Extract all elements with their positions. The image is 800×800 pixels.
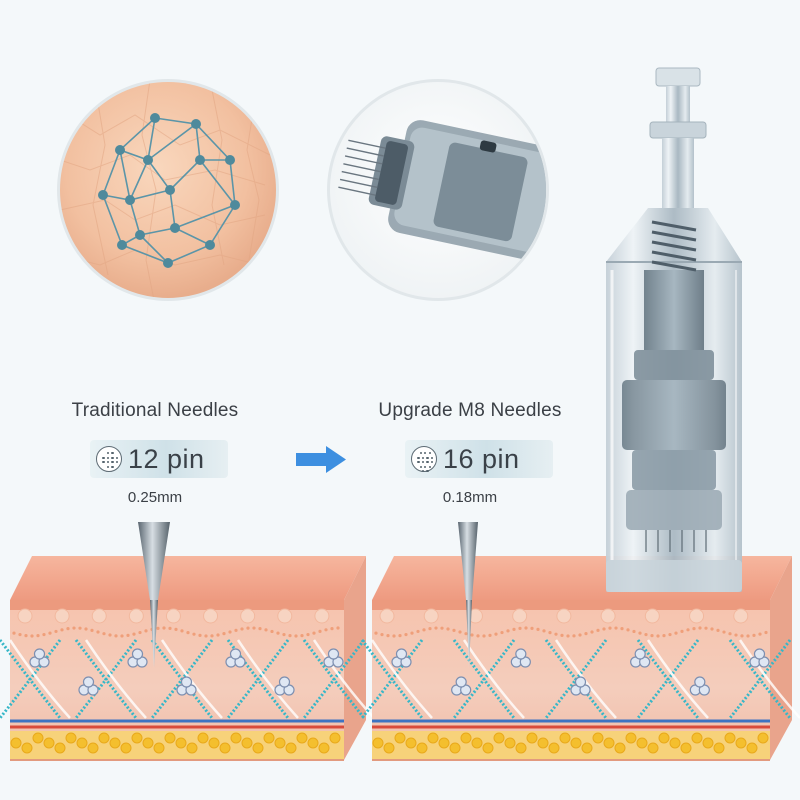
pin-dot <box>421 456 425 459</box>
m8-needle <box>458 522 478 668</box>
pin-dot <box>106 465 110 468</box>
pin-dot <box>428 452 431 455</box>
pin-dot <box>424 452 427 455</box>
pin-count-label: 12 pin <box>128 443 205 474</box>
pin-dot <box>421 470 425 473</box>
pin-dot <box>102 456 105 459</box>
pin-dot <box>115 461 119 464</box>
pin-count-label: 16 pin <box>443 443 520 474</box>
traditional-pin-badge: 12 pin <box>90 440 228 478</box>
pin-dot <box>430 461 434 464</box>
network-nodes <box>98 113 240 268</box>
pin-dot <box>102 461 105 464</box>
pin-dot <box>106 461 110 464</box>
pin-dot <box>428 465 431 468</box>
m8-pin-badge: 16 pin <box>405 440 553 478</box>
pin-dot <box>111 461 114 464</box>
pin-dot <box>111 456 114 459</box>
pin-dot <box>111 465 114 468</box>
pin-dot <box>426 470 429 473</box>
traditional-needle-size: 0.25mm <box>127 489 183 506</box>
traditional-needles-title: Traditional Needles <box>71 400 239 421</box>
pin-dot <box>111 452 114 455</box>
pin-dot <box>426 461 429 464</box>
pin-dot <box>417 461 420 464</box>
pin-dot <box>430 456 434 459</box>
cartridge-closeup-circle <box>327 79 549 301</box>
skin-cross-section-m8 <box>360 556 800 761</box>
pin-dot <box>419 465 422 468</box>
right-arrow-icon <box>296 446 346 473</box>
traditional-needle <box>138 522 170 668</box>
pin-dot <box>115 456 119 459</box>
m8-needles-title: Upgrade M8 Needles <box>378 400 562 421</box>
pin-dot <box>106 452 110 455</box>
needle-cartridge-icon <box>606 67 742 592</box>
pin-dot <box>426 456 429 459</box>
m8-needle-size: 0.18mm <box>442 489 498 506</box>
pin-dots-icon <box>411 446 437 473</box>
pin-dot <box>417 456 420 459</box>
pin-dot <box>424 465 427 468</box>
pin-dot <box>419 452 422 455</box>
pin-dot <box>106 456 110 459</box>
pin-dots-icon <box>96 446 122 472</box>
pin-dot <box>421 461 425 464</box>
skin-cross-section-traditional <box>0 556 375 761</box>
skin-closeup-circle <box>57 79 279 301</box>
